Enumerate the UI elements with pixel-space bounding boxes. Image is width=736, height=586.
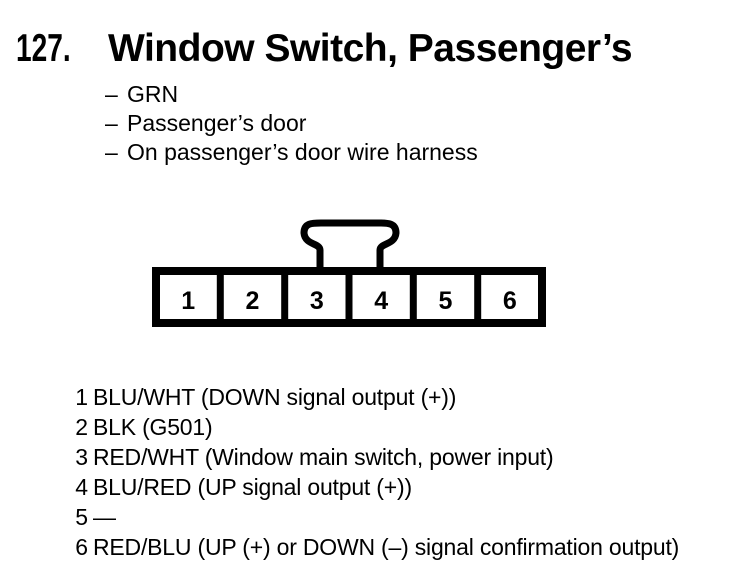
bullet-dash: – <box>105 81 118 107</box>
pin-wire: BLU/WHT (DOWN signal output (+)) <box>93 384 457 410</box>
connector-diagram: 1 2 3 4 5 6 <box>152 219 546 327</box>
pin-row-2: 2 BLK (G501) <box>74 412 679 442</box>
pin-number: 3 <box>75 444 88 470</box>
pin-wire: RED/WHT (Window main switch, power input… <box>93 444 554 470</box>
locking-tab <box>300 219 400 272</box>
pin-number: 4 <box>75 474 88 500</box>
pin-wire: BLU/RED (UP signal output (+)) <box>93 474 412 500</box>
pin-row-6: 6 RED/BLU (UP (+) or DOWN (–) signal con… <box>74 532 679 562</box>
pin-row-4: 4 BLU/RED (UP signal output (+)) <box>74 472 679 502</box>
cavity-number-1: 1 <box>181 287 195 315</box>
detail-line-location: – Passenger’s door <box>105 109 478 138</box>
detail-text: GRN <box>127 81 179 107</box>
pin-number: 6 <box>75 534 88 560</box>
pin-number: 5 <box>75 504 88 530</box>
pinout-list: 1 BLU/WHT (DOWN signal output (+)) 2 BLK… <box>74 382 679 562</box>
pin-wire: RED/BLU (UP (+) or DOWN (–) signal confi… <box>93 534 680 560</box>
pin-wire: BLK (G501) <box>93 414 213 440</box>
detail-line-color: – GRN <box>105 80 478 109</box>
pin-wire: — <box>93 504 116 530</box>
page-title: Window Switch, Passenger’s <box>108 27 633 70</box>
pin-row-3: 3 RED/WHT (Window main switch, power inp… <box>74 442 679 472</box>
pin-row-1: 1 BLU/WHT (DOWN signal output (+)) <box>74 382 679 412</box>
bullet-dash: – <box>105 110 118 136</box>
pin-number: 1 <box>75 384 88 410</box>
detail-list: – GRN – Passenger’s door – On passenger’… <box>105 80 478 167</box>
detail-line-harness: – On passenger’s door wire harness <box>105 138 478 167</box>
cavity-number-6: 6 <box>503 287 517 315</box>
cavity-number-2: 2 <box>246 287 260 315</box>
cavity-number-5: 5 <box>439 287 453 315</box>
item-number: 127. <box>16 27 71 70</box>
bullet-dash: – <box>105 139 118 165</box>
detail-text: On passenger’s door wire harness <box>127 139 478 165</box>
cavity-number-3: 3 <box>310 287 324 315</box>
pin-number: 2 <box>75 414 88 440</box>
cavity-number-4: 4 <box>374 287 388 315</box>
pin-row-5: 5 — <box>74 502 679 532</box>
detail-text: Passenger’s door <box>127 110 307 136</box>
